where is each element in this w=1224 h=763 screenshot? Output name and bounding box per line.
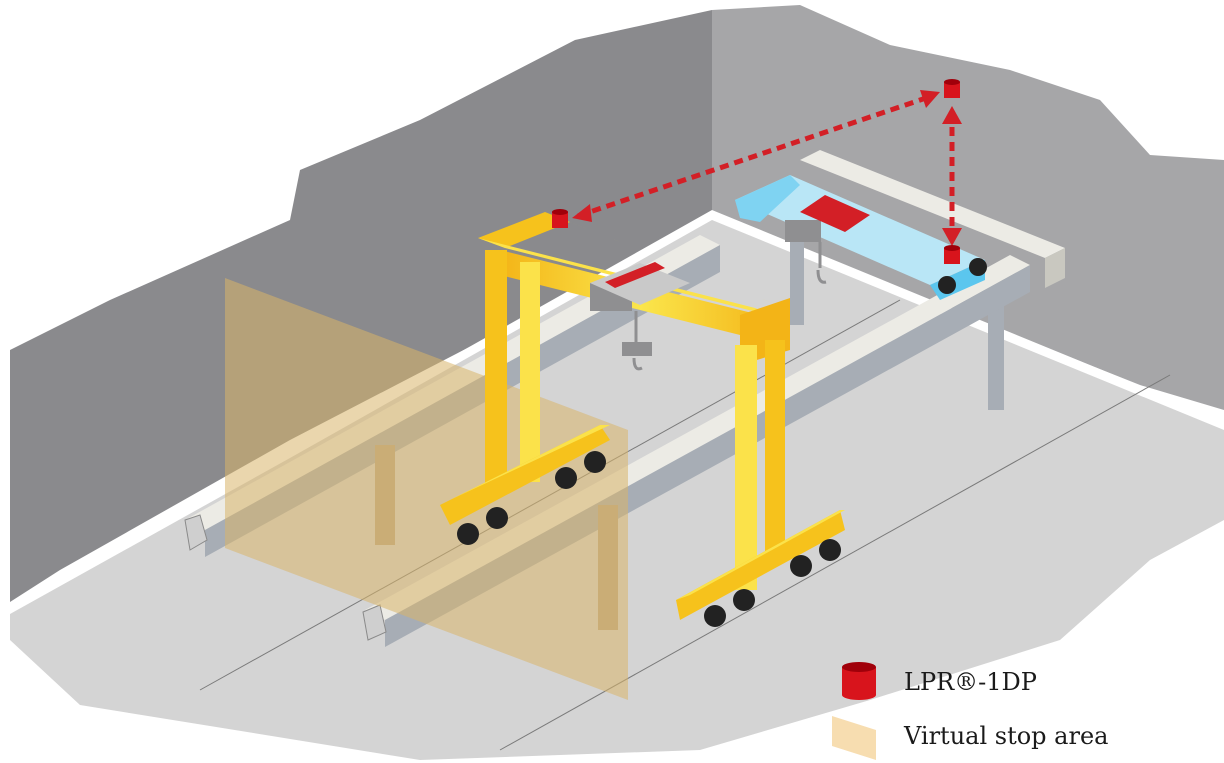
legend-stop-area-label: Virtual stop area (904, 722, 1109, 750)
rail-end-cap-1 (184, 514, 208, 551)
blue-trolley (785, 220, 821, 242)
yellow-hook-icon (632, 357, 643, 371)
sensor-on-yellow-crane (552, 209, 568, 228)
yellow-hook-block (622, 342, 652, 356)
blue-overhead-crane (735, 175, 987, 300)
yellow-leg-back-left (485, 250, 507, 485)
yellow-wheel-8 (819, 539, 841, 561)
yellow-sill-front-top (676, 510, 845, 600)
yellow-leg-back-right (520, 262, 540, 482)
yellow-wheel-7 (790, 555, 812, 577)
building-walls (10, 5, 1224, 602)
legend-sensor-label: LPR®-1DP (904, 668, 1037, 696)
blue-hook-icon (816, 269, 827, 284)
sensor-on-blue-crane (944, 245, 960, 264)
diagonal-arrowhead-right (920, 90, 940, 108)
blue-end-truck (735, 175, 800, 222)
blue-bridge-top (735, 175, 985, 285)
legend-sensor-icon (842, 662, 876, 700)
blue-trolley-arrow (800, 195, 870, 232)
yellow-wheel-5 (704, 605, 726, 627)
yellow-sill-back (440, 425, 610, 525)
far-runway-beam (800, 150, 1065, 258)
vertical-arrowhead-bottom (942, 228, 962, 246)
yellow-wheel-1 (457, 523, 479, 545)
blue-wheel-1 (938, 276, 956, 294)
left-wall (10, 10, 712, 602)
virtual-stop-area (225, 278, 628, 700)
far-runway-beam-side (1045, 248, 1065, 288)
vertical-arrowhead-top (942, 106, 962, 124)
blue-wheel-2 (969, 258, 987, 276)
yellow-leg-front-right (765, 340, 785, 555)
runway-post-1 (790, 230, 804, 325)
yellow-leg-front-left (735, 345, 757, 590)
yellow-trolley-platform (590, 263, 690, 305)
diagonal-distance-link (577, 93, 933, 219)
sensor-on-wall (944, 79, 960, 98)
right-wall (712, 5, 1224, 410)
yellow-wheel-3 (555, 467, 577, 489)
distance-measurement-links (572, 90, 962, 246)
yellow-wheel-6 (733, 589, 755, 611)
yellow-wheel-2 (486, 507, 508, 529)
yellow-sill-front (676, 510, 845, 620)
yellow-trolley-arrow (605, 262, 665, 288)
legend-stop-area-swatch (832, 716, 876, 760)
runway-post-2 (988, 285, 1004, 410)
yellow-wheel-4 (584, 451, 606, 473)
rail-end-cap-2 (362, 604, 387, 641)
yellow-gantry-crane (440, 212, 845, 627)
yellow-girder-top (545, 212, 790, 310)
diagonal-arrowhead-left (572, 204, 592, 222)
yellow-girder-back (478, 212, 570, 248)
